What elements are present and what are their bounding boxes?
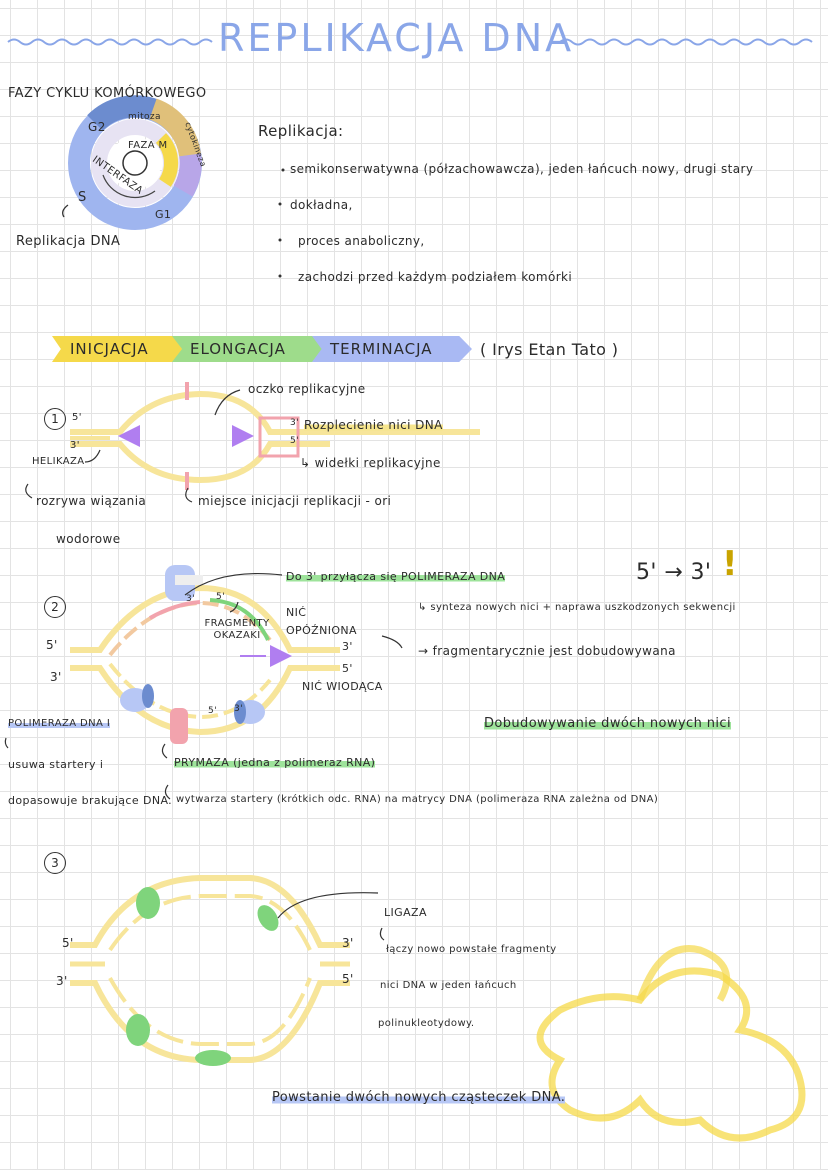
- polymerase-1-label: POLIMERAZA DNA I: [8, 718, 111, 729]
- prop-item-1: semikonserwatywna (półzachowawcza), jede…: [290, 162, 754, 176]
- ligase-desc-3: polinukleotydowy.: [378, 1018, 475, 1029]
- cell-cycle-diagram: [68, 95, 202, 230]
- build-strands-label: Dobudowywanie dwóch nowych nici: [484, 716, 731, 731]
- step2-5prime-bot: 5': [208, 706, 218, 716]
- label-g2: G2: [88, 120, 106, 134]
- step1-5prime: 5': [72, 412, 82, 423]
- primase-label: PRYMAZA (jedna z polimeraz RNA): [174, 756, 376, 769]
- prop-item-2: dokładna,: [290, 198, 353, 212]
- step3-3prime-right: 3': [342, 936, 354, 950]
- step1-diagram: [25, 382, 480, 503]
- lagging-note: → fragmentarycznie jest dobudowywana: [418, 644, 676, 658]
- label-dna-replication: Replikacja DNA: [16, 234, 121, 249]
- step2-3prime-top: 3': [186, 594, 196, 604]
- step2-3prime-right: 3': [342, 640, 353, 653]
- helicase-desc-2: wodorowe: [56, 532, 121, 546]
- step2-3prime-bot: 3': [234, 704, 244, 714]
- exclamation: !: [722, 544, 738, 584]
- replication-eye-label: oczko replikacyjne: [248, 382, 366, 396]
- dna-squiggle: [536, 967, 806, 1142]
- primase-desc: wytwarza startery (krótkich odc. RNA) na…: [176, 794, 659, 805]
- helicase-label: HELIKAZA: [32, 456, 85, 467]
- label-s: S: [78, 190, 87, 205]
- label-g1: G1: [155, 208, 172, 221]
- cycle-heading: FAZY CYKLU KOMÓRKOWEGO: [8, 86, 207, 101]
- step1-3prime-b: 3': [290, 418, 300, 428]
- polymerase-1-desc-1: usuwa startery i: [8, 758, 104, 771]
- step2-5prime-top: 5': [216, 592, 226, 602]
- step3-diagram: [70, 875, 806, 1142]
- replication-heading: Replikacja:: [258, 122, 344, 140]
- step1-3prime: 3': [70, 440, 80, 451]
- step3-3prime-left: 3': [56, 974, 68, 988]
- polymerase-add: Do 3' przyłącza się POLIMERAZA DNA: [286, 570, 506, 583]
- step2-number: 2: [44, 596, 66, 618]
- ligase-label: LIGAZA: [384, 906, 427, 919]
- stage-elongation: ELONGACJA: [172, 336, 340, 362]
- prop-item-3: proces anaboliczny,: [298, 234, 425, 248]
- okazaki-label: FRAGMENTY OKAZAKI: [204, 618, 270, 641]
- page-title: REPLIKACJA DNA: [218, 16, 575, 60]
- prop-item-4: zachodzi przed każdym podziałem komórki: [298, 270, 573, 284]
- leading-label: NIĆ WIODĄCA: [302, 680, 383, 693]
- direction-label: 5' → 3': [636, 560, 712, 585]
- step3-number: 3: [44, 852, 66, 874]
- lagging-label: NIĆ OPÓŹNIONA: [286, 606, 357, 637]
- step1-number: 1: [44, 408, 66, 430]
- step2-3prime-left: 3': [50, 670, 62, 684]
- fork-label: ↳ widełki replikacyjne: [300, 456, 441, 470]
- polymerase-1-desc-2: dopasowuje brakujące DNA.: [8, 794, 173, 807]
- step2-5prime-right: 5': [342, 662, 353, 675]
- s-arrow: [62, 204, 69, 218]
- step3-5prime-right: 5': [342, 972, 354, 986]
- ligase-desc-2: nici DNA w jeden łańcuch: [380, 980, 517, 991]
- unwinding-label: Rozplecienie nici DNA: [304, 418, 443, 432]
- step1-5prime-b: 5': [290, 436, 300, 446]
- final-label: Powstanie dwóch nowych cząsteczek DNA.: [272, 1090, 566, 1105]
- helicase-desc-1: rozrywa wiązania: [36, 494, 147, 508]
- label-mitosis: mitoza: [128, 112, 161, 122]
- step3-5prime-left: 5': [62, 936, 74, 950]
- ligase-desc-1: łączy nowo powstałe fragmenty: [386, 944, 557, 955]
- label-fazam: FAZA M: [128, 140, 168, 151]
- synthesis-label: ↳ synteza nowych nici + naprawa uszkodzo…: [418, 602, 736, 613]
- stage-initiation: INICJACJA: [52, 336, 200, 362]
- title-wave-right: [559, 38, 813, 46]
- title-wave-left: [7, 38, 213, 46]
- step2-5prime-left: 5': [46, 638, 58, 652]
- stage-termination: TERMINACJA: [312, 336, 472, 362]
- mnemonic: ( Irys Etan Tato ): [480, 340, 619, 359]
- ori-label: miejsce inicjacji replikacji - ori: [198, 494, 392, 508]
- step2-diagram: [4, 565, 403, 800]
